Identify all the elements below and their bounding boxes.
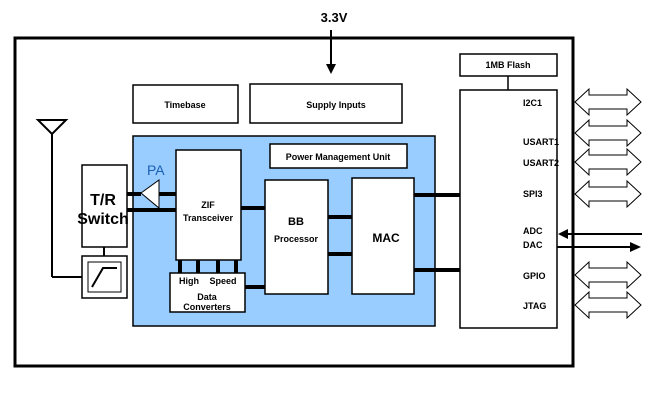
mac-block xyxy=(351,177,415,295)
dac-arrowhead xyxy=(630,242,641,252)
bidir-arrow-jtag xyxy=(574,290,642,320)
converters-speed-label: Speed xyxy=(209,276,236,286)
tr-switch-block xyxy=(81,164,128,248)
bidir-arrow-usart1 xyxy=(574,118,642,148)
bidir-arrow-i2c1 xyxy=(574,87,642,117)
tr-switch-label-line1: T/R xyxy=(90,192,116,209)
pmu-label: Power Management Unit xyxy=(286,152,391,162)
interface-usart1: USART1 xyxy=(523,137,559,147)
tr-switch-label-line2: Switch xyxy=(77,211,129,228)
supply-inputs-block xyxy=(249,83,403,124)
timebase-label: Timebase xyxy=(164,100,205,110)
converters-high-label: High xyxy=(179,276,199,286)
bb-label-line1: BB xyxy=(288,216,304,228)
interface-usart2: USART2 xyxy=(523,158,559,168)
timebase-block xyxy=(132,84,239,124)
supply-inputs-label: Supply Inputs xyxy=(306,100,366,110)
data-converters-block xyxy=(169,272,246,313)
interface-dac: DAC xyxy=(523,240,543,250)
filter-inner xyxy=(87,261,122,293)
interface-gpio: GPIO xyxy=(523,271,546,281)
interface-jtag: JTAG xyxy=(523,301,546,311)
bidir-arrow-usart2 xyxy=(574,147,642,177)
supply-arrowhead xyxy=(326,64,336,74)
adc-arrowhead xyxy=(558,229,568,239)
bb-label-line2: Processor xyxy=(274,234,319,244)
interface-column xyxy=(459,89,558,329)
zif-label-line2: Transceiver xyxy=(183,213,234,223)
zif-label-line1: ZIF xyxy=(201,200,215,210)
outer-board xyxy=(13,36,575,368)
interface-adc: ADC xyxy=(523,226,543,236)
flash-label: 1MB Flash xyxy=(485,60,530,70)
pmu-block xyxy=(269,143,408,169)
bb-processor-block xyxy=(264,179,329,295)
interface-i2c1: I2C1 xyxy=(523,98,542,108)
mac-label: MAC xyxy=(372,231,400,245)
converters-label-line2: Data xyxy=(197,292,218,302)
bidir-arrow-gpio xyxy=(574,260,642,290)
bidir-arrow-spi3 xyxy=(574,179,642,209)
converters-label-line3: Converters xyxy=(183,302,231,312)
pa-label: PA xyxy=(147,162,165,178)
zif-transceiver-block xyxy=(175,149,242,261)
supply-voltage-label: 3.3V xyxy=(321,10,348,25)
interface-spi3: SPI3 xyxy=(523,189,543,199)
antenna-icon xyxy=(35,119,82,278)
filter-response-icon xyxy=(91,267,117,288)
